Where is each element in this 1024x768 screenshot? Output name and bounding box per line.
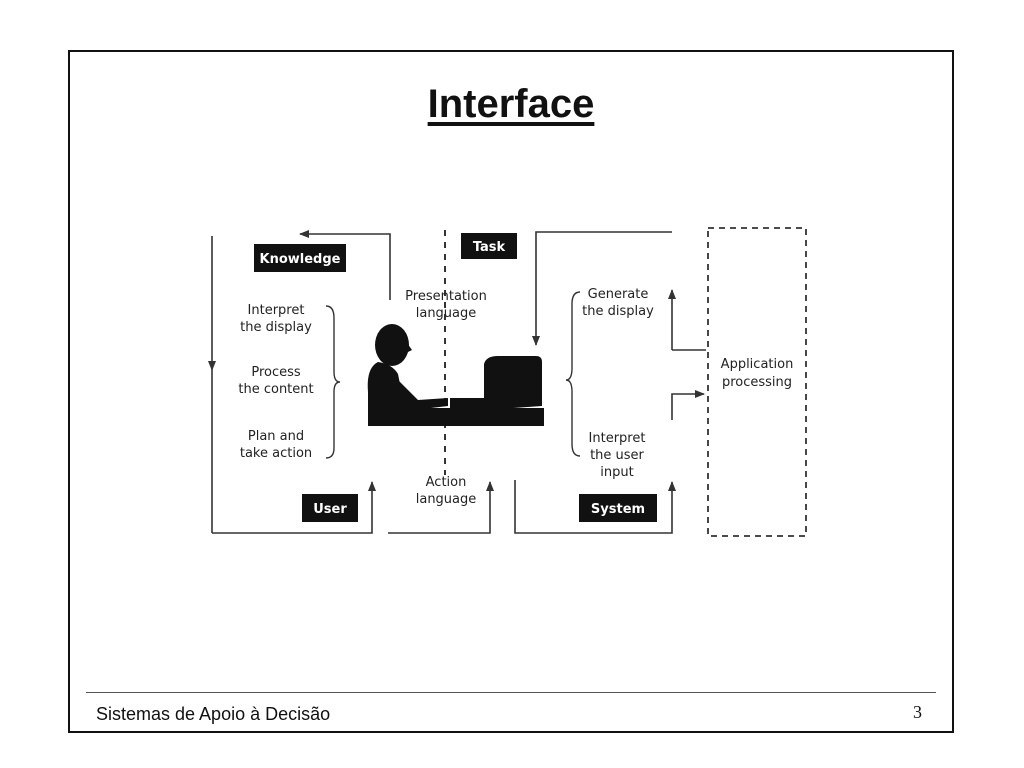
- action-language-line: [388, 481, 494, 534]
- action-language-line2: language: [416, 492, 477, 507]
- app-input-arrow: [671, 390, 705, 420]
- user-box: User: [302, 494, 358, 522]
- system-step-generate-line1: Generate: [588, 287, 649, 302]
- keyboard-silhouette: [450, 398, 484, 408]
- slide-title: Interface: [427, 82, 595, 126]
- user-step-interpret-line2: the display: [240, 320, 312, 335]
- system-box-label: System: [591, 502, 645, 517]
- knowledge-box: Knowledge: [254, 244, 346, 272]
- desk-silhouette: [376, 408, 544, 426]
- page-number: 3: [913, 702, 922, 722]
- system-steps-brace: [565, 291, 581, 457]
- user-step-plan-line2: take action: [240, 446, 312, 461]
- user-at-computer-illustration: [367, 324, 544, 426]
- user-feedback-loop: [208, 230, 391, 534]
- computer-monitor-silhouette: [484, 356, 542, 410]
- knowledge-box-label: Knowledge: [260, 252, 341, 267]
- user-step-process-line2: the content: [238, 382, 313, 397]
- task-box-label: Task: [473, 240, 506, 255]
- system-box: System: [579, 494, 657, 522]
- footer-course-title: Sistemas de Apoio à Decisão: [96, 704, 331, 724]
- footer-divider: [86, 692, 936, 693]
- user-box-label: User: [313, 502, 347, 517]
- user-step-plan-line1: Plan and: [248, 429, 304, 444]
- presentation-language-line2: language: [416, 306, 477, 321]
- system-loop-top-line: [532, 231, 672, 346]
- user-arm-silhouette: [394, 380, 448, 410]
- system-step-generate-line2: the display: [582, 304, 654, 319]
- application-processing-label-line1: Application: [721, 357, 794, 372]
- system-loop-bottom-line: [514, 480, 676, 534]
- task-box: Task: [461, 233, 517, 259]
- user-head-silhouette: [375, 324, 409, 366]
- action-language-line1: Action: [426, 475, 467, 490]
- user-step-interpret-line1: Interpret: [248, 303, 305, 318]
- system-step-interpret-line1: Interpret: [589, 431, 646, 446]
- application-processing-label-line2: processing: [722, 375, 792, 390]
- action-language-path: [388, 481, 494, 534]
- user-loop-bottom-line: [212, 481, 376, 534]
- user-loop-top-line: [299, 230, 391, 300]
- system-step-interpret-line2: the user: [590, 448, 644, 463]
- presentation-language-line1: Presentation: [405, 289, 487, 304]
- system-step-interpret-line3: input: [600, 465, 633, 480]
- user-step-process-line1: Process: [251, 365, 301, 380]
- system-feedback-loop: [514, 231, 706, 534]
- user-steps-brace: [325, 305, 341, 459]
- application-processing-box: [707, 227, 807, 537]
